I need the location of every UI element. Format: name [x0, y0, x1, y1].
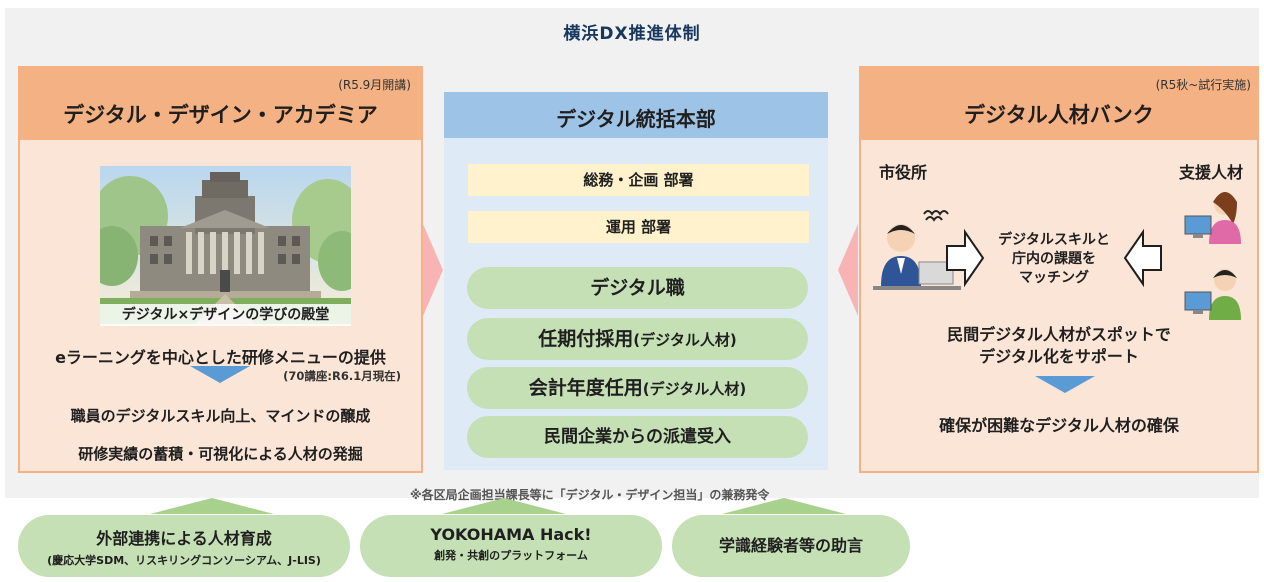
general-affairs-dept: 総務・企画 部署	[468, 164, 809, 196]
academia-header: (R5.9月開講) デジタル・デザイン・アカデミア	[20, 68, 421, 140]
chevron-left-icon	[838, 224, 858, 316]
external-partnership-pill: 外部連携による人材育成 (慶応大学SDM、リスキリングコンソーシアム、J-LIS…	[18, 515, 350, 577]
hq-panel: デジタル統括本部 総務・企画 部署 運用 部署 デジタル職 任期付採用(デジタル…	[444, 92, 828, 470]
city-hall-label: 市役所	[879, 163, 928, 182]
support-staff-woman-icon	[1184, 192, 1241, 244]
academia-start-date: (R5.9月開講)	[338, 78, 411, 92]
private-talent-support-label: 民間デジタル人材がスポットで デジタル化をサポート	[947, 325, 1171, 366]
page-title: 横浜DX推進体制	[563, 24, 701, 44]
talent-discovery-text: 研修実績の蓄積・可視化による人材の発掘	[78, 445, 363, 463]
down-arrow-icon	[190, 366, 250, 383]
digital-position-label: デジタル職	[590, 277, 685, 299]
up-arrow-icon	[722, 498, 846, 514]
fixed-term-label: 任期付採用	[538, 328, 634, 350]
up-arrow-icon	[442, 498, 566, 514]
up-arrow-icon	[150, 498, 274, 514]
expert-advice-label: 学識経験者等の助言	[718, 536, 863, 555]
fiscal-year-note: (デジタル人材)	[642, 380, 747, 398]
campus-caption: デジタル×デザインの学びの殿堂	[100, 304, 351, 326]
yokohama-hack-pill: YOKOHAMA Hack! 創発・共創のプラットフォーム	[360, 515, 662, 577]
matching-text: デジタルスキルと 庁内の課題を マッチング	[979, 231, 1129, 288]
support-staff-label: 支援人材	[1178, 163, 1243, 182]
external-partnership-label: 外部連携による人材育成	[96, 529, 272, 548]
yokohama-hack-sub: 創発・共創のプラットフォーム	[434, 549, 588, 562]
elearning-text: eラーニングを中心とした研修メニューの提供	[55, 348, 386, 367]
chevron-right-icon	[423, 224, 443, 316]
fiscal-year-label: 会計年度任用	[528, 377, 643, 399]
talent-bank-panel: (R5秋~試行実施) デジタル人材バンク 市役所 支援人材 デジタルスキルと 庁…	[859, 66, 1259, 473]
support-staff-man-icon	[1184, 269, 1241, 320]
private-talent-support-text: 民間デジタル人材がスポットで デジタル化をサポート	[861, 324, 1257, 368]
down-arrow-icon	[1035, 376, 1095, 393]
arrow-right-icon	[946, 228, 985, 288]
private-dispatch-pill: 民間企業からの派遣受入	[467, 416, 808, 458]
troubled-worker-icon	[873, 210, 961, 290]
hq-header: デジタル統括本部	[444, 92, 828, 138]
skill-improvement-text: 職員のデジタルスキル向上、マインドの醸成	[70, 407, 371, 425]
fixed-term-note: (デジタル人材)	[633, 331, 737, 349]
digital-position-pill: デジタル職	[467, 267, 808, 309]
external-partnership-sub: (慶応大学SDM、リスキリングコンソーシアム、J-LIS)	[47, 554, 321, 567]
talent-bank-header: (R5秋~試行実施) デジタル人材バンク	[861, 68, 1257, 140]
matching-label: デジタルスキルと 庁内の課題を マッチング	[998, 232, 1110, 286]
talent-bank-title: デジタル人材バンク	[964, 103, 1154, 127]
arrow-left-icon	[1123, 228, 1162, 288]
talent-secure-text: 確保が困難なデジタル人材の確保	[939, 416, 1179, 435]
talent-bank-start-date: (R5秋~試行実施)	[1155, 78, 1251, 92]
private-dispatch-label: 民間企業からの派遣受入	[544, 427, 731, 447]
academia-title: デジタル・デザイン・アカデミア	[63, 103, 378, 127]
expert-advice-pill: 学識経験者等の助言	[672, 515, 910, 577]
campus-illustration	[100, 166, 351, 324]
fixed-term-pill: 任期付採用(デジタル人材)	[467, 318, 808, 360]
operations-dept: 運用 部署	[468, 211, 809, 243]
hq-title: デジタル統括本部	[556, 107, 716, 131]
yokohama-hack-label: YOKOHAMA Hack!	[430, 525, 592, 544]
fiscal-year-pill: 会計年度任用(デジタル人材)	[467, 367, 808, 409]
academia-panel: (R5.9月開講) デジタル・デザイン・アカデミア	[18, 66, 423, 473]
course-count-note: (70講座:R6.1月現在)	[283, 369, 401, 383]
